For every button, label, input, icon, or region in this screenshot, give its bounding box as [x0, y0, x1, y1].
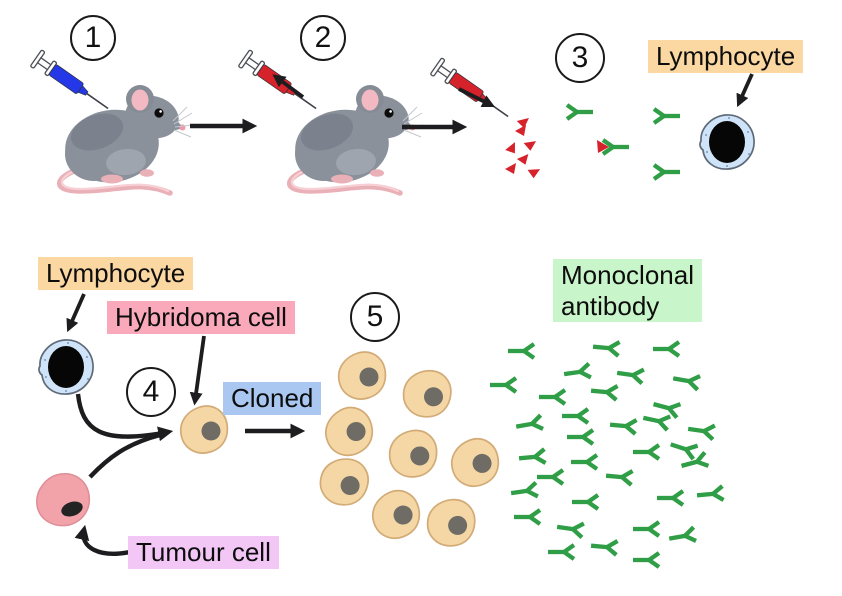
- droplet-icon: [515, 125, 526, 136]
- antibody-y-icon: [669, 438, 698, 459]
- antibody-y-icon: [633, 522, 659, 536]
- tumour-cell-icon: [36, 472, 91, 527]
- step-circle-2: 2: [300, 15, 346, 61]
- antibody-y-icon: [642, 411, 670, 430]
- arrow-expel: [458, 87, 496, 108]
- droplet-icon: [516, 153, 529, 165]
- antibody-y-icon: [668, 527, 696, 545]
- mouse-icon: [60, 85, 193, 193]
- antibody-y-icon: [563, 364, 591, 381]
- droplet-icon: [525, 164, 541, 180]
- syringe-red-icon: [237, 49, 323, 118]
- antibody-y-icon: [657, 491, 683, 505]
- blood-droplet-field: [504, 115, 541, 180]
- arrow-lymphocyte-label-top: [736, 73, 754, 108]
- droplet-icon: [504, 142, 517, 155]
- antibody-y-icon: [680, 452, 709, 472]
- hybridoma-cell-icon: [320, 402, 378, 461]
- step-number: 1: [84, 21, 102, 54]
- mouse-icon: [290, 85, 423, 193]
- lymphocyte-cell-icon: [699, 114, 755, 170]
- syringe-red-icon: [429, 57, 515, 126]
- lymphocyte-cell-icon: [38, 339, 94, 395]
- hybridoma-cluster: [312, 351, 502, 552]
- hybridoma-cell-icon: [337, 351, 387, 400]
- label-hybridoma-cell: Hybridoma cell: [107, 301, 295, 334]
- antibody-y-icon: [654, 165, 680, 179]
- antibody-y-icon: [548, 545, 574, 559]
- antibody-y-icon: [592, 340, 619, 356]
- step-circle-5: 5: [350, 292, 400, 342]
- droplet-icon: [505, 163, 516, 174]
- arrow-lymphocyte-label-bottom: [66, 293, 86, 333]
- antibody-y-icon: [590, 539, 617, 555]
- hybridoma-cell-icon: [397, 363, 457, 424]
- hybridoma-cell-icon: [179, 405, 229, 454]
- antibody-y-icon: [556, 520, 584, 537]
- antibody-y-icon: [571, 455, 597, 469]
- fusion-curve-from-tumour: [88, 432, 161, 479]
- antibody-y-icon: [633, 445, 659, 459]
- step-circle-3: 3: [555, 33, 605, 83]
- antibody-y-icon: [572, 495, 598, 509]
- monoclonal-antibody-field: [490, 340, 724, 567]
- serum-antibody-field: [567, 105, 680, 179]
- label-monoclonal-line1: Monoclonal: [561, 260, 694, 290]
- hybridoma-cell-icon: [422, 493, 480, 552]
- antigen-icon: [597, 140, 609, 153]
- antibody-y-icon: [696, 486, 723, 502]
- label-monoclonal-line2: antibody: [561, 290, 660, 321]
- hybridoma-cell-icon: [312, 450, 376, 513]
- step-circle-1: 1: [70, 15, 116, 61]
- syringe-blue-icon: [29, 49, 115, 118]
- antibody-y-icon: [605, 469, 632, 485]
- step-number: 4: [142, 375, 160, 408]
- step-circle-4: 4: [126, 367, 176, 417]
- arrow-tumour-label: [74, 524, 131, 556]
- hybridoma-cell-icon: [448, 436, 502, 489]
- label-cloned: Cloned: [223, 382, 322, 415]
- label-tumour-cell: Tumour cell: [128, 536, 279, 569]
- droplet-icon: [521, 137, 537, 152]
- antibody-y-icon: [653, 342, 679, 356]
- antibody-y-icon: [510, 483, 538, 500]
- antibody-y-icon: [567, 105, 593, 119]
- arrow-hybridoma-label: [189, 335, 206, 406]
- antibody-y-icon: [514, 510, 540, 524]
- hybridoma-cell-icon: [385, 426, 441, 481]
- antibody-y-icon: [654, 109, 680, 123]
- antibody-y-icon: [518, 449, 545, 465]
- step-number: 5: [366, 300, 384, 333]
- antibody-y-icon: [515, 415, 543, 433]
- hybridoma-cell-icon: [368, 487, 424, 542]
- antibody-y-icon: [490, 378, 516, 392]
- antibody-y-icon: [590, 384, 617, 400]
- antibody-y-icon: [508, 344, 534, 358]
- antibody-y-icon: [539, 390, 565, 404]
- antibody-y-icon: [616, 366, 644, 383]
- antibody-y-icon: [609, 418, 636, 434]
- antibody-y-icon: [672, 372, 700, 390]
- fusion-curve-from-lymphocyte: [75, 393, 174, 442]
- antibody-y-icon: [562, 409, 588, 423]
- arrow-withdraw: [272, 74, 305, 99]
- antibody-y-icon: [652, 397, 681, 417]
- label-lymphocyte-top: Lymphocyte: [648, 40, 804, 73]
- label-lymphocyte-bottom: Lymphocyte: [38, 257, 194, 290]
- step-number: 3: [571, 41, 589, 74]
- label-monoclonal-antibody: Monoclonal antibody: [553, 259, 702, 323]
- step-number: 2: [314, 21, 332, 54]
- antibody-y-icon: [633, 553, 659, 567]
- droplet-icon: [515, 115, 529, 129]
- antibody-y-icon: [537, 470, 563, 484]
- antibody-y-icon: [567, 430, 593, 444]
- antibody-y-icon: [687, 422, 715, 439]
